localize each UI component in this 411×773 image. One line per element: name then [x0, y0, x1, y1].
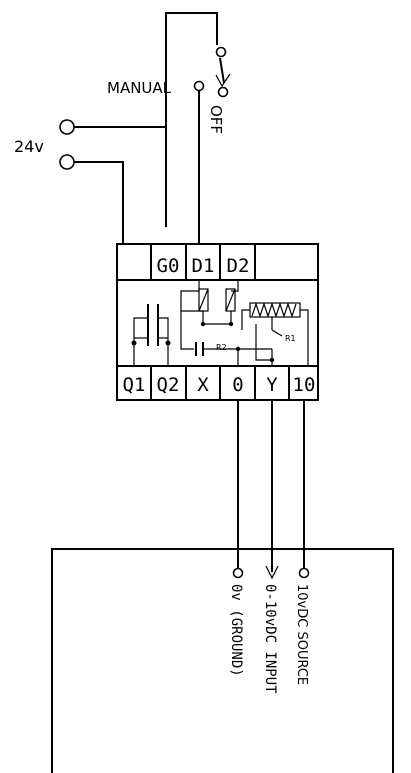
terminal-d1-label: D1 [192, 255, 215, 277]
ground-label: 0v (GROUND) [228, 584, 244, 677]
source-terminal [298, 567, 310, 579]
switch-manual-terminal [193, 80, 205, 92]
input-arrow [265, 565, 279, 580]
terminal-x-label: X [197, 374, 209, 396]
terminal-g0-label: G0 [157, 255, 180, 277]
output-wiring: 0v (GROUND) 0-10vDC INPUT 10vDC SOURCE [51, 400, 394, 773]
field-device-outline [51, 548, 394, 773]
terminal-y-label: Y [266, 374, 278, 396]
terminal-10-label: 10 [293, 374, 316, 396]
switch-common-terminal [215, 46, 227, 58]
switch-off-terminal [217, 86, 229, 98]
terminal-q2-label: Q2 [157, 374, 180, 396]
supply-wiring: 24v [14, 119, 166, 244]
terminal-0-label: 0 [232, 374, 243, 396]
supply-label: 24v [14, 137, 44, 156]
manual-label: MANUAL [107, 79, 172, 97]
r2-label: R2 [216, 343, 227, 352]
source-label: 10vDC SOURCE [294, 584, 309, 685]
supply-terminal-1 [59, 119, 75, 135]
off-label: OFF [207, 105, 225, 134]
ground-terminal [232, 567, 244, 579]
terminal-q1-label: Q1 [123, 374, 146, 396]
internal-circuit: R1 R2 [131, 280, 309, 366]
input-label: 0-10vDC INPUT [262, 584, 278, 694]
switch-arrow [215, 73, 231, 88]
switch-wiring: MANUAL OFF [107, 12, 231, 244]
controller-block: G0 D1 D2 Q1 Q2 X 0 Y 10 [116, 243, 319, 401]
switch-lever [219, 57, 225, 84]
potentiometer-coil [251, 302, 297, 318]
r1-label: R1 [285, 334, 296, 343]
terminal-d2-label: D2 [227, 255, 250, 277]
supply-terminal-2 [59, 154, 75, 170]
